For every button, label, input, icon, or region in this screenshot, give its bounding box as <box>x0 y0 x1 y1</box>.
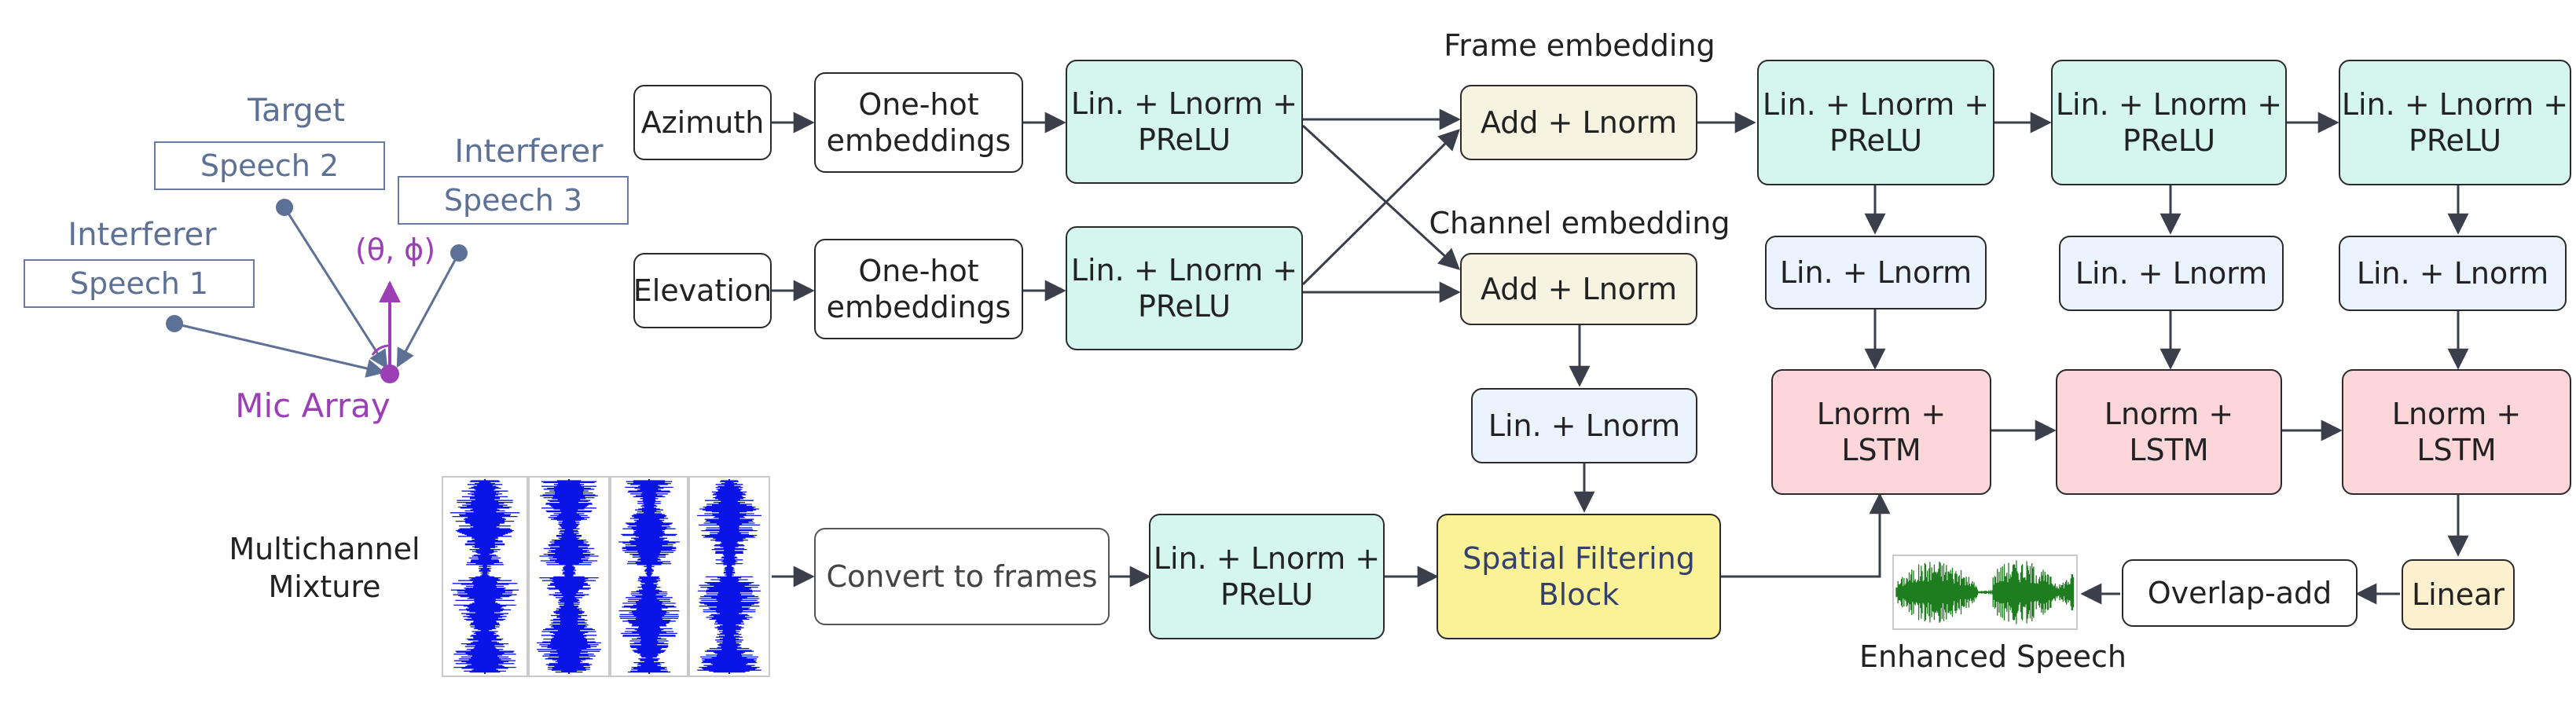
overlap-add-block: Overlap-add <box>2122 559 2358 627</box>
col1-lin-lnorm: Lin. + Lnorm <box>1765 236 1987 309</box>
onehot-embeddings-azimuth: One-hot embeddings <box>814 72 1023 173</box>
lin-lnorm-channel: Lin. + Lnorm <box>1471 388 1697 463</box>
enhanced-speech-label: Enhanced Speech <box>1859 639 2126 674</box>
waveform-ch4 <box>688 476 770 677</box>
elevation-input: Elevation <box>633 253 772 328</box>
waveform-ch2 <box>528 476 610 677</box>
interferer3-label: Interferer <box>454 134 604 170</box>
col2-lin-lnorm-prelu: Lin. + Lnorm + PReLU <box>2051 60 2287 185</box>
connectors <box>770 108 2469 605</box>
source-dot-speech1 <box>166 315 183 332</box>
enhanced-waveform-trace <box>1895 560 2075 624</box>
mic-array-label: Mic Array <box>235 386 391 425</box>
frame-embedding-label: Frame embedding <box>1444 28 1715 63</box>
interferer1-speech-box: Speech 1 <box>24 259 255 308</box>
add-lnorm-channel: Add + Lnorm <box>1460 253 1697 325</box>
col3-lnorm-lstm: Lnorm + LSTM <box>2342 369 2571 495</box>
spatial-filtering-block: Spatial Filtering Block <box>1437 514 1721 639</box>
col1-lnorm-lstm: Lnorm + LSTM <box>1771 369 1991 495</box>
source-dot-speech3 <box>450 244 468 262</box>
lin-lnorm-prelu-frames: Lin. + Lnorm + PReLU <box>1149 514 1385 639</box>
lin-lnorm-prelu-azimuth: Lin. + Lnorm + PReLU <box>1066 60 1303 184</box>
target-speech-box: Speech 2 <box>154 141 385 190</box>
onehot-embeddings-elevation: One-hot embeddings <box>814 239 1023 339</box>
add-lnorm-frame: Add + Lnorm <box>1460 85 1697 160</box>
col2-lin-lnorm: Lin. + Lnorm <box>2059 236 2284 311</box>
multichannel-mixture-label: Multichannel Mixture <box>229 532 420 604</box>
azimuth-input: Azimuth <box>633 85 772 160</box>
angle-arc <box>371 344 391 356</box>
interferer1-label: Interferer <box>68 217 217 253</box>
waveform-ch3 <box>610 476 688 677</box>
angle-label: (θ, ϕ) <box>354 233 436 267</box>
col3-lin-lnorm: Lin. + Lnorm <box>2339 236 2567 311</box>
interferer3-speech-box: Speech 3 <box>398 176 629 225</box>
col1-lin-lnorm-prelu: Lin. + Lnorm + PReLU <box>1757 60 1994 185</box>
scene-geometry <box>174 207 461 378</box>
source-dot-speech2 <box>276 199 293 216</box>
linear-block: Linear <box>2402 559 2515 630</box>
target-label: Target <box>248 93 345 129</box>
enhanced-speech-waveform <box>1892 555 2078 630</box>
waveform-ch1 <box>442 476 528 677</box>
mic-array-dot <box>380 364 399 383</box>
col2-lnorm-lstm: Lnorm + LSTM <box>2056 369 2282 495</box>
lin-lnorm-prelu-elevation: Lin. + Lnorm + PReLU <box>1066 226 1303 350</box>
channel-embedding-label: Channel embedding <box>1429 206 1730 240</box>
col3-lin-lnorm-prelu: Lin. + Lnorm + PReLU <box>2339 60 2571 185</box>
convert-to-frames: Convert to frames <box>814 528 1110 625</box>
